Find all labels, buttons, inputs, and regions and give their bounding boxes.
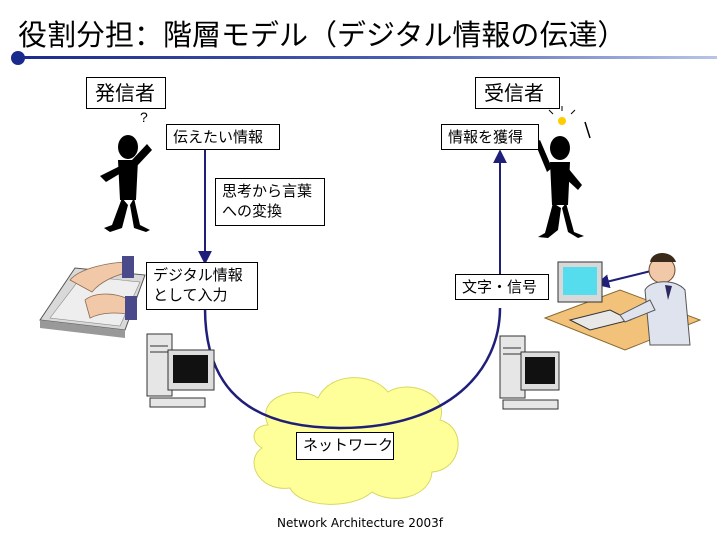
step-chars-signs: 文字・信号: [455, 274, 549, 300]
step-thought-to-words: 思考から言葉 への変換: [215, 178, 325, 226]
receiver-desk-icon: [543, 253, 702, 351]
footer-text: Network Architecture 2003f: [277, 516, 443, 530]
slide-title: 役割分担：階層モデル（デジタル情報の伝達）: [18, 18, 627, 52]
view-arrow: [595, 269, 656, 289]
keyboard-icon: [39, 256, 146, 338]
network-computer-icon: [499, 335, 560, 410]
network-label: ネットワーク: [296, 432, 394, 460]
svg-text:?: ?: [140, 109, 148, 125]
title-rule: [12, 56, 717, 59]
receiver-label: 受信者: [475, 77, 560, 109]
sender-person-icon: ?: [100, 109, 152, 232]
step-digital-input: デジタル情報 として入力: [146, 262, 258, 310]
title-bullet: [11, 51, 25, 65]
receiver-person-icon: [535, 106, 591, 238]
sender-label: 発信者: [86, 77, 166, 109]
sender-computer-icon: [146, 333, 215, 408]
step-obtain-info: 情報を獲得: [441, 124, 539, 150]
step-want-to-convey: 伝えたい情報: [166, 124, 280, 150]
